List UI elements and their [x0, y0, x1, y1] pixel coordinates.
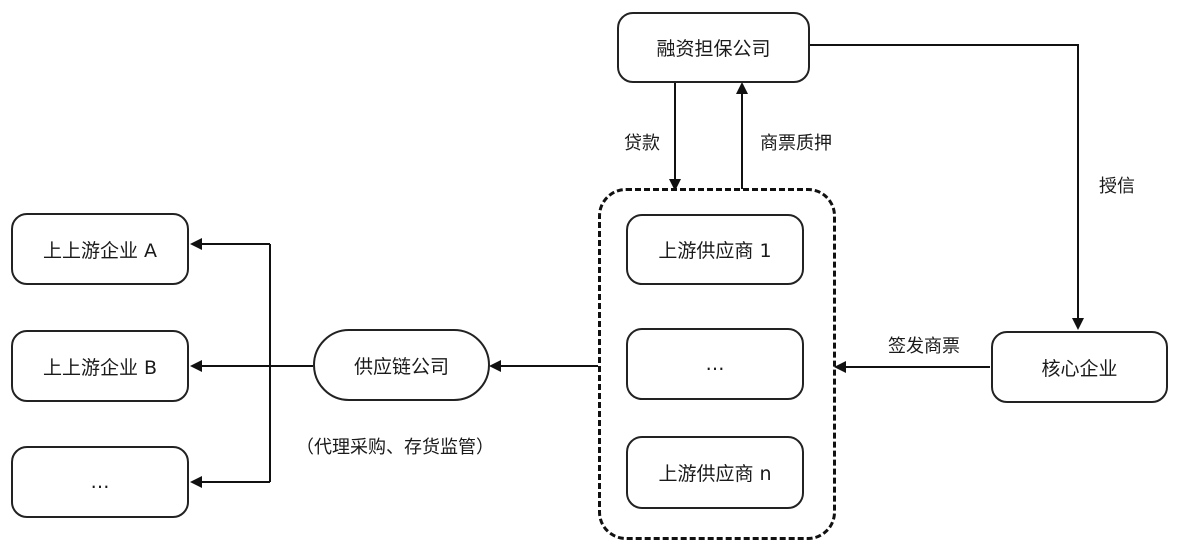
upstream-b-node: 上上游企业 B	[11, 330, 189, 402]
issue-bill-label: 签发商票	[888, 336, 960, 357]
upstream-more-label: …	[90, 471, 110, 493]
upstream-more-node: …	[11, 446, 189, 518]
supply-chain-company-node: 供应链公司	[313, 329, 490, 401]
supplier-n-label: 上游供应商 n	[658, 463, 772, 485]
supplier-n-node: 上游供应商 n	[626, 436, 804, 509]
bill-pledge-label: 商票质押	[760, 133, 832, 154]
core-enterprise-label: 核心企业	[1041, 357, 1118, 380]
supplier-ellipsis-node: …	[626, 328, 804, 400]
upstream-b-label: 上上游企业 B	[42, 356, 158, 379]
supply-chain-company-label: 供应链公司	[353, 355, 449, 378]
credit-grant-arrow	[809, 44, 1084, 330]
guarantee-company-label: 融资担保公司	[656, 38, 771, 60]
credit-grant-label: 授信	[1099, 176, 1135, 197]
supply-chain-note-label: （代理采购、存货监管）	[296, 437, 494, 458]
supplier-1-node: 上游供应商 1	[626, 214, 804, 285]
supplier-1-label: 上游供应商 1	[658, 240, 772, 262]
upstream-a-label: 上上游企业 A	[42, 239, 158, 262]
upstream-a-node: 上上游企业 A	[11, 213, 189, 285]
guarantee-company-node: 融资担保公司	[617, 12, 810, 83]
supplier-group-box	[598, 188, 836, 540]
supplier-ellipsis-label: …	[705, 353, 725, 375]
core-enterprise-node: 核心企业	[991, 331, 1168, 403]
loan-label: 贷款	[624, 133, 660, 154]
